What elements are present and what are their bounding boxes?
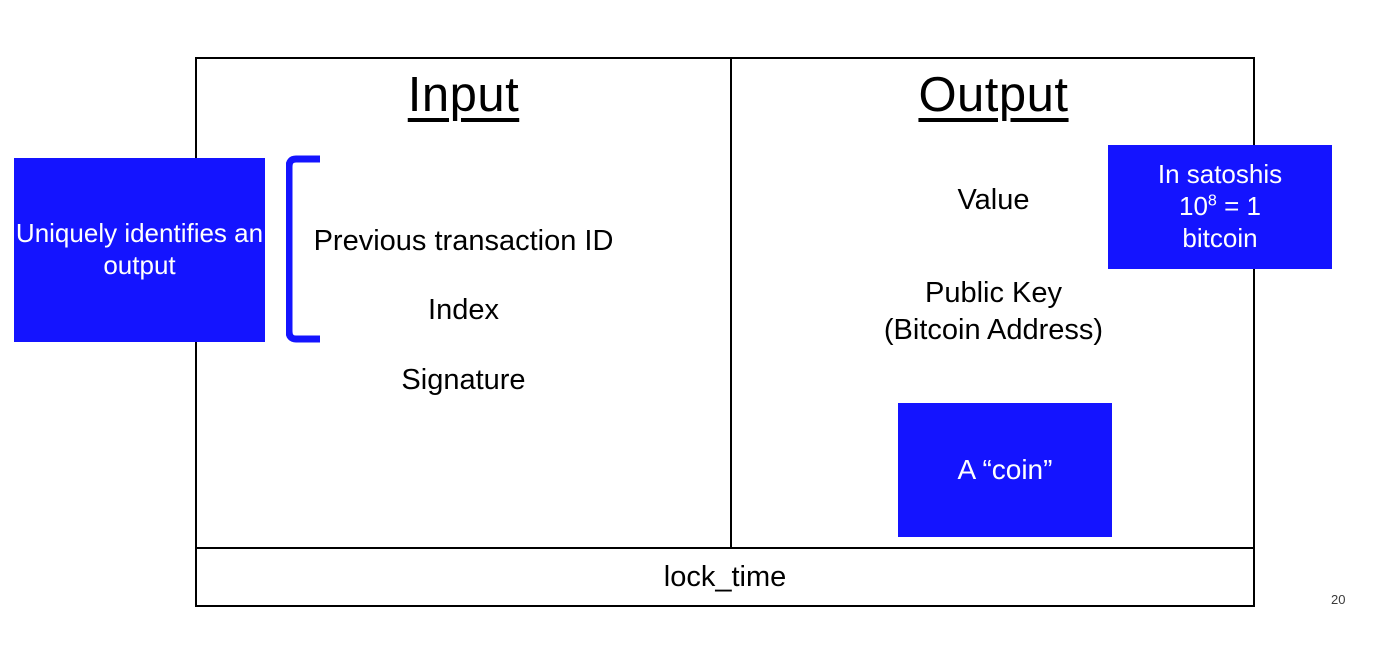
callout-satoshis-base: 10	[1179, 191, 1208, 222]
callout-satoshis: In satoshis 108 = 1 bitcoin	[1108, 145, 1332, 269]
input-group-bracket-icon	[285, 155, 322, 343]
input-column-title: Input	[407, 68, 520, 122]
output-column-title: Output	[918, 68, 1069, 122]
slide-page-number: 20	[1331, 592, 1346, 607]
input-field-index: Index	[428, 294, 499, 326]
input-output-divider	[730, 59, 732, 549]
callout-satoshis-line3: bitcoin	[1182, 222, 1258, 253]
locktime-row: lock_time	[197, 549, 1253, 605]
input-column: Input Previous transaction ID Index Sign…	[197, 59, 730, 547]
input-field-previous-transaction-id: Previous transaction ID	[313, 225, 614, 257]
locktime-label: lock_time	[663, 560, 787, 593]
locktime-divider	[197, 547, 1253, 549]
callout-a-coin: A “coin”	[898, 403, 1112, 537]
output-column: Output Value Public Key(Bitcoin Address)	[732, 59, 1255, 547]
callout-satoshis-exponent: 8	[1207, 191, 1217, 210]
callout-satoshis-equals: = 1	[1216, 191, 1261, 222]
transaction-diagram-frame: Input Previous transaction ID Index Sign…	[195, 57, 1255, 607]
output-field-value: Value	[957, 184, 1030, 216]
output-field-public-key: Public Key(Bitcoin Address)	[883, 277, 1104, 347]
input-field-signature: Signature	[401, 364, 526, 396]
callout-uniquely-identifies-an-output: Uniquely identifies an output	[14, 158, 265, 342]
callout-satoshis-line1: In satoshis	[1157, 159, 1283, 190]
